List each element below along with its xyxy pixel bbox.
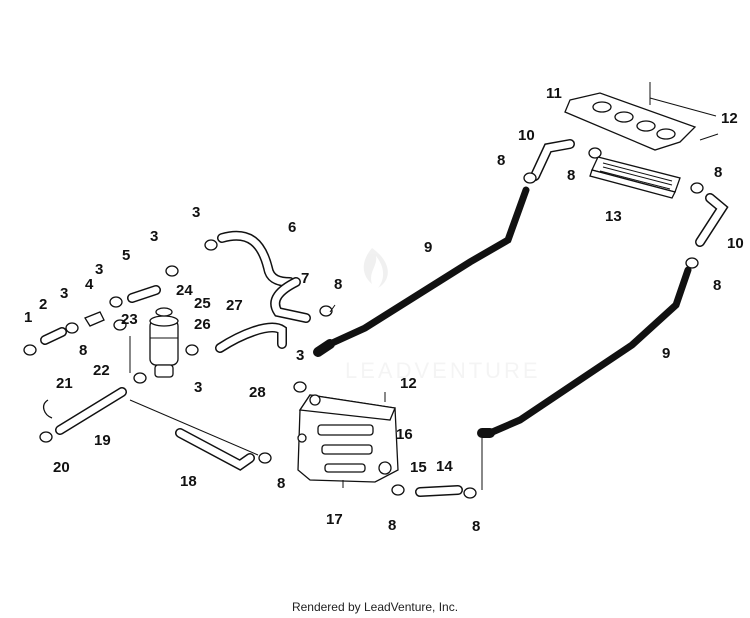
callout-24: 24	[176, 282, 193, 299]
clamp-10	[258, 452, 272, 464]
tank-assembly	[297, 394, 399, 483]
radiator-plate	[564, 92, 697, 151]
clamp-18	[463, 487, 477, 499]
clamp-17	[391, 484, 405, 496]
callout-9a: 9	[424, 239, 432, 256]
callout-3a: 3	[60, 285, 68, 302]
leader-lines	[129, 97, 717, 488]
callout-27: 27	[226, 297, 243, 314]
heat-exchanger	[589, 156, 681, 199]
clamp-8	[113, 319, 127, 331]
callout-28: 28	[249, 384, 266, 401]
callout-8h: 8	[388, 517, 396, 534]
callout-16: 16	[396, 426, 413, 443]
clamp-4	[165, 265, 179, 277]
footer-credit: Rendered by LeadVenture, Inc.	[291, 600, 459, 614]
watermark-logo: LEADVENTURE	[345, 248, 541, 383]
clamp-11	[319, 305, 333, 317]
upper-hoses	[215, 230, 311, 353]
clamp-3	[109, 296, 123, 308]
callout-22: 22	[93, 362, 110, 379]
clamp-5	[204, 239, 218, 251]
callout-5: 5	[122, 247, 130, 264]
callout-labels: 1 2 3 4 3 5 3 6 3 7 8 27 24 25 26 23 8 2…	[24, 85, 744, 535]
callout-26: 26	[194, 316, 211, 333]
clamp-12	[293, 381, 307, 393]
clamp-13	[523, 172, 537, 184]
callout-3c: 3	[150, 228, 158, 245]
callout-11: 11	[546, 85, 562, 102]
callout-2: 2	[39, 296, 47, 313]
callout-3b: 3	[95, 261, 103, 278]
bolts	[384, 82, 719, 402]
spiral-hoses	[313, 186, 692, 490]
callout-9b: 9	[662, 345, 670, 362]
callout-19: 19	[94, 432, 111, 449]
clamp-2	[65, 322, 79, 334]
callout-25: 25	[194, 295, 211, 312]
callout-8c: 8	[277, 475, 285, 492]
callout-13: 13	[605, 208, 622, 225]
callout-3d: 3	[192, 204, 200, 221]
callout-23: 23	[121, 311, 138, 328]
callout-17: 17	[326, 511, 343, 528]
callout-8i: 8	[472, 518, 480, 535]
coolant-reservoir	[149, 307, 179, 378]
hose-clamps	[23, 147, 704, 499]
callout-20: 20	[53, 459, 70, 476]
callout-3e: 3	[194, 379, 202, 396]
callout-14: 14	[436, 458, 453, 475]
watermark-text: LEADVENTURE	[345, 358, 541, 383]
clamp-1	[23, 344, 37, 356]
callout-10b: 10	[727, 235, 744, 252]
callout-15: 15	[410, 459, 427, 476]
clamp-7	[133, 372, 147, 384]
callout-21: 21	[56, 375, 73, 392]
clamp-16	[685, 257, 699, 269]
callout-12a: 12	[721, 110, 738, 127]
callout-10a: 10	[518, 127, 535, 144]
callout-8e: 8	[567, 167, 575, 184]
callout-3f: 3	[296, 347, 304, 364]
callout-8a: 8	[334, 276, 342, 293]
callout-8b: 8	[79, 342, 87, 359]
callout-8g: 8	[713, 277, 721, 294]
callout-4: 4	[85, 276, 94, 293]
callout-12b: 12	[400, 375, 417, 392]
callout-18: 18	[180, 473, 197, 490]
left-parts	[40, 285, 463, 497]
clamp-14	[588, 147, 602, 159]
callout-8f: 8	[714, 164, 722, 181]
clamp-15	[690, 182, 704, 194]
callout-7: 7	[301, 270, 309, 287]
clamp-6	[185, 344, 199, 356]
callout-8d: 8	[497, 152, 505, 169]
callout-1: 1	[24, 309, 32, 326]
clamp-9	[39, 431, 53, 443]
short-hoses	[530, 139, 729, 247]
callout-6: 6	[288, 219, 296, 236]
